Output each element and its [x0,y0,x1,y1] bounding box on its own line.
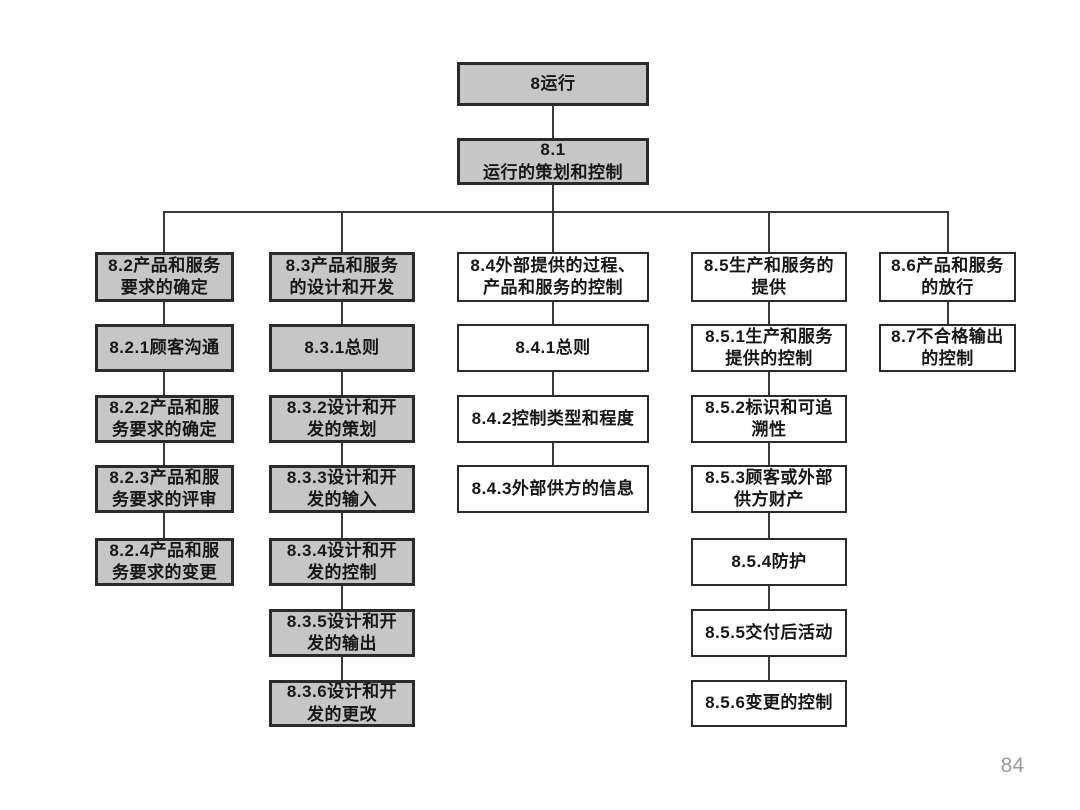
node-8-5-6: 8.5.6变更的控制 [691,680,847,727]
node-8-2-1: 8.2.1顾客沟通 [95,324,234,372]
node-8-4-header: 8.4外部提供的过程、 产品和服务的控制 [457,252,649,302]
node-8-2-header: 8.2产品和服务 要求的确定 [95,252,234,302]
node-8-3-2: 8.3.2设计和开 发的策划 [269,395,415,443]
node-8-5-2: 8.5.2标识和可追 溯性 [691,395,847,443]
node-8-5-5: 8.5.5交付后活动 [691,609,847,657]
connector-col4-spine [768,211,770,684]
node-8-5-header: 8.5生产和服务的 提供 [691,252,847,302]
node-8-2-3: 8.2.3产品和服 务要求的评审 [95,465,234,513]
node-8-3-5: 8.3.5设计和开 发的输出 [269,609,415,657]
node-8-4-2: 8.4.2控制类型和程度 [457,395,649,443]
connector-col2-spine [341,211,343,684]
connector-col1-spine [163,211,165,542]
page-number: 84 [1000,754,1024,777]
node-8-4-1: 8.4.1总则 [457,324,649,372]
node-8-2-2: 8.2.2产品和服 务要求的确定 [95,395,234,443]
node-8-5-1: 8.5.1生产和服务 提供的控制 [691,324,847,372]
node-8-3-header: 8.3产品和服务 的设计和开发 [269,252,415,302]
node-8-1-planning-control: 8.1 运行的策划和控制 [457,138,649,185]
node-8-6-header: 8.6产品和服务 的放行 [879,252,1016,302]
node-8-7: 8.7不合格输出 的控制 [879,324,1016,372]
connector-distribution-bar [163,211,949,213]
node-8-5-4: 8.5.4防护 [691,538,847,586]
node-8-3-6: 8.3.6设计和开 发的更改 [269,680,415,727]
node-8-2-4: 8.2.4产品和服 务要求的变更 [95,538,234,586]
node-8-4-3: 8.4.3外部供方的信息 [457,465,649,513]
node-8-operation: 8运行 [457,62,649,106]
node-8-3-1: 8.3.1总则 [269,324,415,372]
node-8-3-4: 8.3.4设计和开 发的控制 [269,538,415,586]
node-8-5-3: 8.5.3顾客或外部 供方财产 [691,465,847,513]
node-8-3-3: 8.3.3设计和开 发的输入 [269,465,415,513]
